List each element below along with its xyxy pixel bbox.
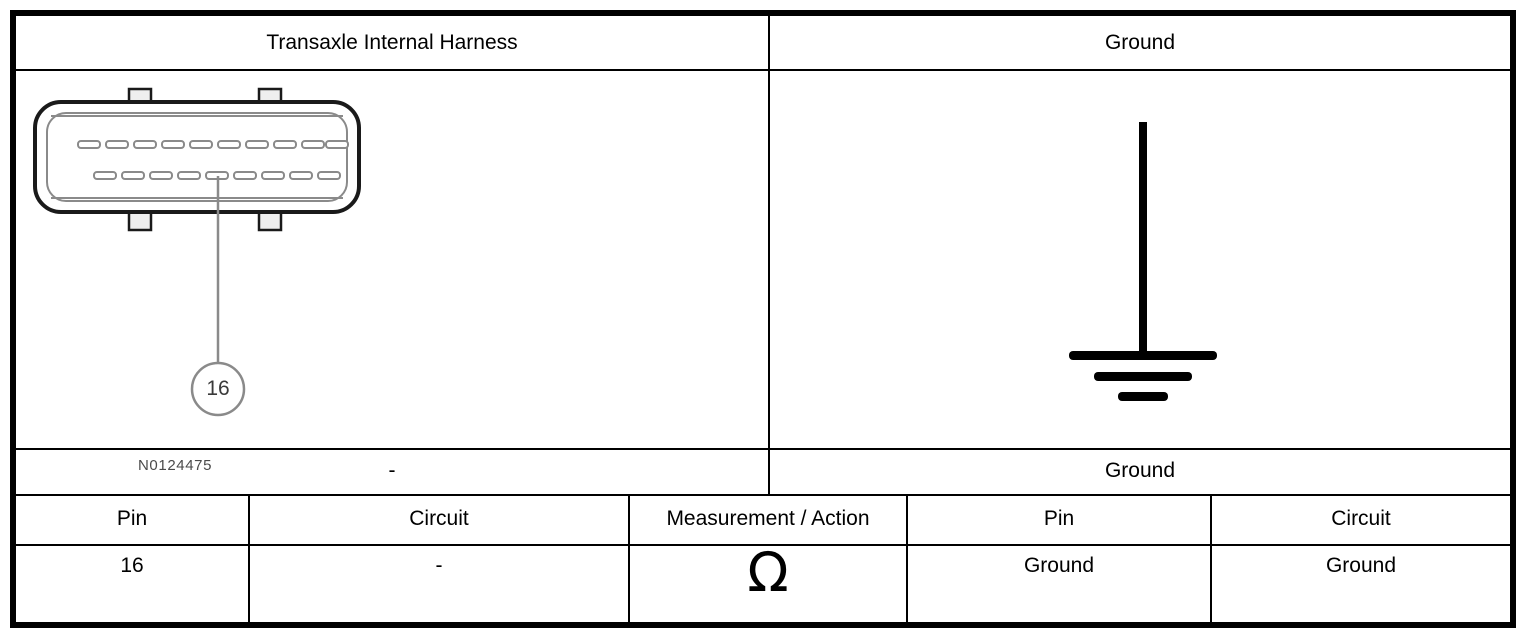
column-header-circuit-left: Circuit (250, 494, 628, 544)
rule-under-header (16, 69, 1510, 71)
cell-value: - (435, 554, 443, 577)
column-header-label: Circuit (1331, 507, 1391, 531)
rule-col-pin-circuit-right (1210, 494, 1212, 622)
label-cell-left: - (16, 448, 768, 494)
connector-face-icon (33, 87, 361, 417)
header-right-title: Ground (1104, 30, 1176, 54)
rule-col-measurement-pin-right (906, 494, 908, 622)
cell-value: 16 (120, 554, 144, 577)
label-right-text: Ground (1104, 459, 1176, 483)
label-left-text: - (388, 459, 396, 483)
table-row-cell-measurement: Ω (630, 544, 906, 622)
rule-under-table-header (16, 544, 1510, 546)
table-row-cell-circuit-left: - (250, 544, 628, 622)
rule-under-diagram (16, 448, 1510, 450)
rule-col-pin-circuit-left (248, 494, 250, 622)
column-header-label: Pin (116, 507, 148, 531)
cell-value: Ground (1023, 554, 1095, 577)
sheet-inner: Transaxle Internal Harness Ground (16, 16, 1510, 622)
rule-under-label-row (16, 494, 1510, 496)
header-cell-left: Transaxle Internal Harness (16, 16, 768, 69)
connector-part-number: N0124475 (138, 457, 213, 474)
column-header-measurement: Measurement / Action (630, 494, 906, 544)
cell-value: Ground (1325, 554, 1397, 577)
connector-diagram-panel: 16 N0124475 (16, 69, 768, 474)
ohm-symbol: Ω (747, 541, 789, 604)
table-row-cell-circuit-right: Ground (1212, 544, 1510, 622)
table-row-cell-pin-right: Ground (908, 544, 1210, 622)
callout-pin-number: 16 (206, 377, 230, 400)
column-header-label: Measurement / Action (666, 507, 870, 531)
rule-main-vertical-split (768, 16, 770, 494)
column-header-label: Circuit (409, 507, 469, 531)
ground-diagram-panel (770, 69, 1510, 448)
header-cell-right: Ground (770, 16, 1510, 69)
column-header-circuit-right: Circuit (1212, 494, 1510, 544)
header-left-title: Transaxle Internal Harness (266, 30, 518, 54)
column-header-pin-left: Pin (16, 494, 248, 544)
label-cell-right: Ground (770, 448, 1510, 494)
column-header-label: Pin (1043, 507, 1075, 531)
table-row-cell-pin-left: 16 (16, 544, 248, 622)
ground-symbol-icon (1069, 122, 1217, 401)
diagnostic-test-sheet: Transaxle Internal Harness Ground (10, 10, 1516, 628)
callout-pin-number-wrap: 16 (192, 375, 244, 403)
callout-circle (190, 361, 246, 417)
rule-col-circuit-measurement (628, 494, 630, 622)
column-header-pin-right: Pin (908, 494, 1210, 544)
